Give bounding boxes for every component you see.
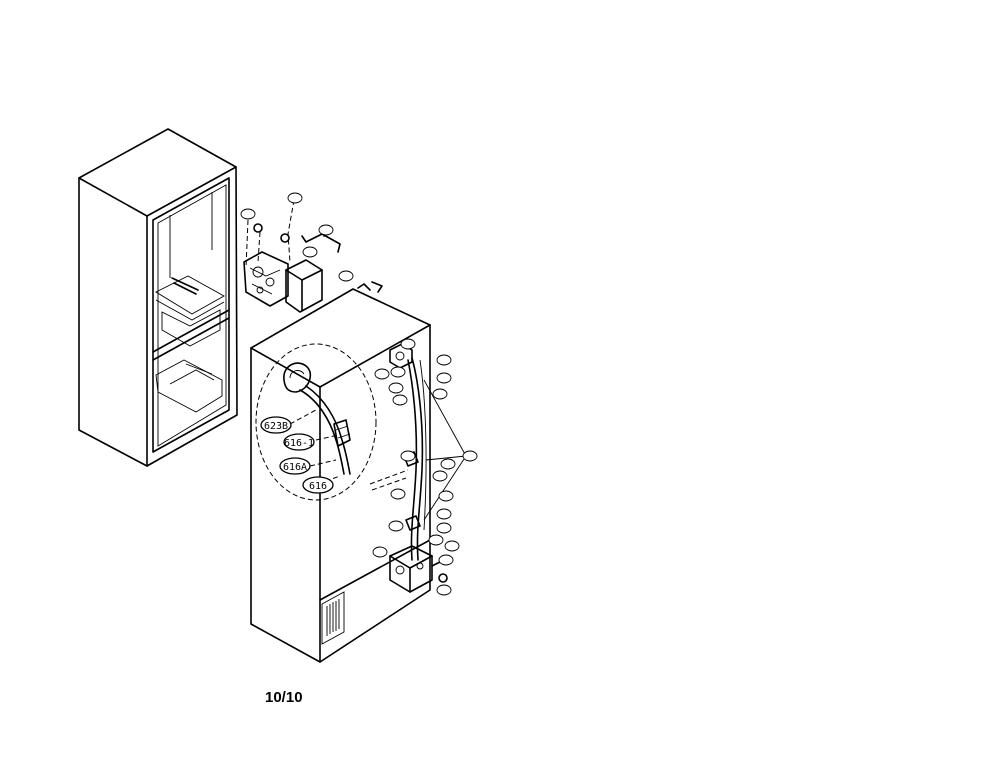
page-number: 10/10 — [265, 689, 303, 706]
callout-616-label: 616 — [309, 481, 327, 492]
part-bubble — [436, 354, 452, 366]
part-bubble — [436, 522, 452, 534]
part-bubble — [432, 388, 448, 400]
part-bubble — [440, 458, 456, 470]
callout-623b-bubble — [260, 416, 292, 434]
part-bubble — [438, 490, 454, 502]
open-cabinet-illustration — [78, 128, 238, 467]
part-bubble — [372, 546, 388, 558]
part-bubble — [436, 508, 452, 520]
callout-616a-bubble — [279, 457, 311, 475]
part-bubble — [302, 246, 318, 258]
part-bubble — [388, 520, 404, 532]
part-bubble — [400, 338, 416, 350]
water-line-assembly — [369, 343, 467, 593]
part-bubble — [436, 372, 452, 384]
part-bubble — [436, 584, 452, 596]
part-bubble — [388, 382, 404, 394]
part-bubble — [338, 270, 354, 282]
part-bubble — [428, 534, 444, 546]
part-bubble — [392, 394, 408, 406]
part-bubble — [462, 450, 478, 462]
part-bubble — [438, 554, 454, 566]
part-bubble — [432, 470, 448, 482]
part-bubble — [390, 488, 406, 500]
part-bubble — [444, 540, 460, 552]
part-bubble — [374, 368, 390, 380]
callout-616-bubble — [302, 476, 334, 494]
part-reference-bubbles — [240, 192, 478, 596]
callout-616a-label: 616A — [283, 462, 307, 473]
callout-623b-label: 623B — [264, 421, 288, 432]
part-bubble — [287, 192, 303, 204]
part-bubble — [390, 366, 406, 378]
detail-view-circle — [255, 343, 377, 501]
part-bubble — [318, 224, 334, 236]
detail-callouts: 623B 616-1 616A 616 — [260, 416, 334, 494]
part-bubble — [400, 450, 416, 462]
callout-616-1-bubble — [283, 433, 315, 451]
part-bubble — [240, 208, 256, 220]
callout-616-1-label: 616-1 — [284, 438, 314, 449]
cabinet-rear-illustration — [250, 288, 431, 663]
